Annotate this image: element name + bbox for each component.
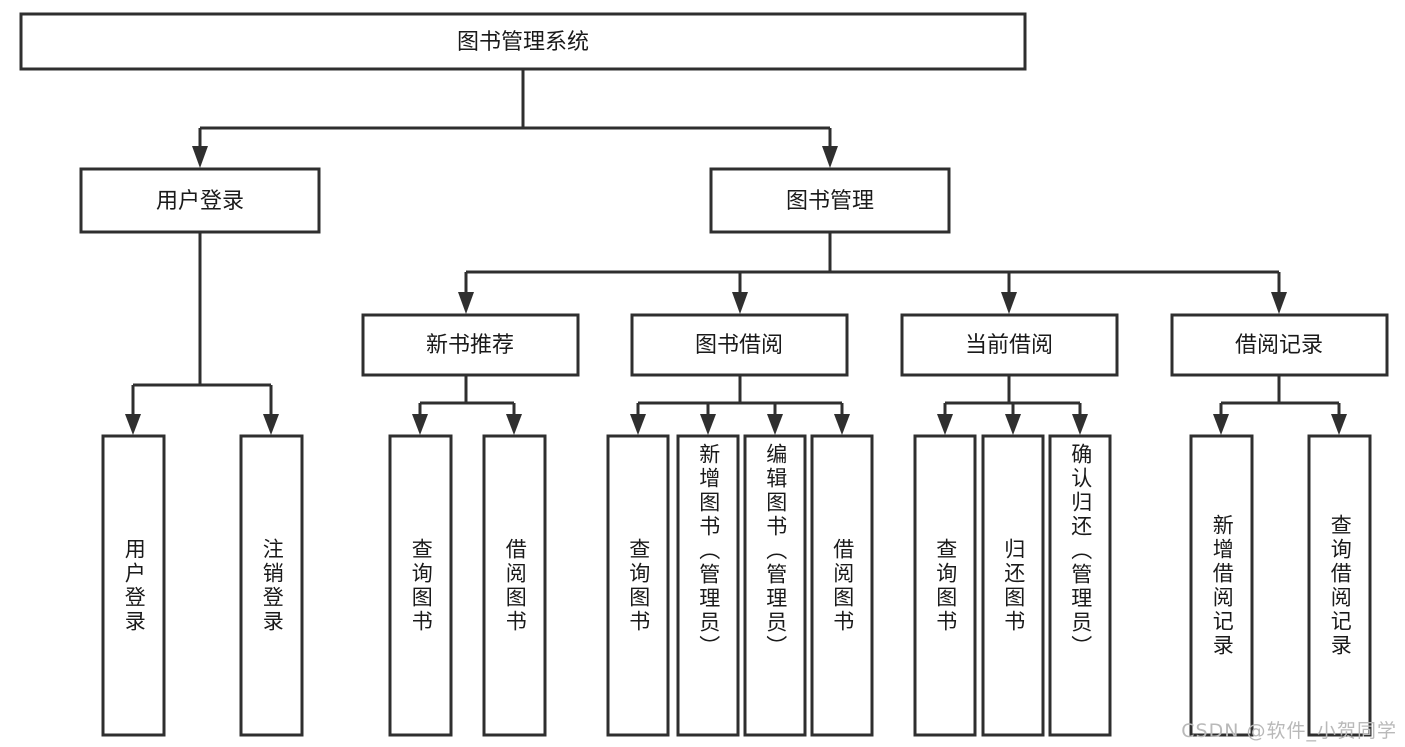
leaf-query-book-rec-box[interactable] bbox=[388, 434, 453, 737]
node-book-borrow-box[interactable] bbox=[630, 313, 849, 377]
leaf-borrow-book-box[interactable] bbox=[810, 434, 874, 737]
node-new-book-rec-box[interactable] bbox=[361, 313, 580, 377]
node-book-borrow[interactable]: 图书借阅 bbox=[630, 313, 849, 377]
arrow-head-leaf-query-book-cur bbox=[937, 414, 953, 435]
node-book-manage-box[interactable] bbox=[709, 167, 951, 234]
leaf-return-book-box[interactable] bbox=[981, 434, 1045, 737]
arrow-head-leaf-add-record bbox=[1213, 414, 1229, 435]
arrow-head-book-manage bbox=[822, 146, 838, 168]
node-current-borrow[interactable]: 当前借阅 bbox=[900, 313, 1119, 377]
leaf-query-book-cur-box[interactable] bbox=[913, 434, 977, 737]
node-borrow-record-label: 借阅记录 bbox=[1235, 333, 1323, 358]
leaf-boxes bbox=[101, 434, 1372, 737]
node-current-borrow-label: 当前借阅 bbox=[965, 333, 1053, 358]
leaf-query-record-box[interactable] bbox=[1307, 434, 1372, 737]
arrow-head-leaf-borrow-book-rec bbox=[506, 414, 522, 435]
leaf-confirm-return-box[interactable] bbox=[1048, 434, 1112, 737]
leaf-logout-box[interactable] bbox=[239, 434, 304, 737]
arrow-head-leaf-return-book bbox=[1005, 414, 1021, 435]
connector-group-current-borrow bbox=[937, 375, 1088, 435]
connector-group-book-manage bbox=[458, 232, 1287, 314]
arrow-head-leaf-edit-book bbox=[767, 414, 783, 435]
node-borrow-record[interactable]: 借阅记录 bbox=[1170, 313, 1389, 377]
arrow-head-leaf-confirm-return bbox=[1072, 414, 1088, 435]
node-current-borrow-box[interactable] bbox=[900, 313, 1119, 377]
arrow-head-leaf-logout bbox=[263, 414, 279, 435]
connector-group-new-book-rec bbox=[412, 375, 522, 435]
connector-group-book-borrow bbox=[630, 375, 850, 435]
node-book-borrow-label: 图书借阅 bbox=[695, 333, 783, 358]
leaf-user-login-box[interactable] bbox=[101, 434, 166, 737]
leaf-borrow-book-rec-box[interactable] bbox=[482, 434, 547, 737]
arrow-head-book-borrow bbox=[732, 292, 748, 314]
node-new-book-rec[interactable]: 新书推荐 bbox=[361, 313, 580, 377]
leaf-add-book-box[interactable] bbox=[676, 434, 740, 737]
csdn-watermark: CSDN @软件_小贺同学 bbox=[1181, 720, 1397, 742]
arrow-head-leaf-query-book-rec bbox=[412, 414, 428, 435]
arrow-head-leaf-user-login bbox=[125, 414, 141, 435]
arrow-head-borrow-record bbox=[1271, 292, 1287, 314]
node-user-login[interactable]: 用户登录 bbox=[79, 167, 321, 234]
node-root-box[interactable] bbox=[19, 12, 1027, 71]
leaf-add-record-box[interactable] bbox=[1189, 434, 1254, 737]
leaf-query-book-box[interactable] bbox=[606, 434, 670, 737]
arrow-head-leaf-query-record bbox=[1331, 414, 1347, 435]
arrow-head-new-book-rec bbox=[458, 292, 474, 314]
node-root-label: 图书管理系统 bbox=[457, 30, 589, 55]
node-root[interactable]: 图书管理系统 bbox=[19, 12, 1027, 71]
arrow-head-leaf-add-book bbox=[700, 414, 716, 435]
node-new-book-rec-label: 新书推荐 bbox=[426, 333, 514, 358]
arrow-head-user-login bbox=[192, 146, 208, 168]
arrow-head-leaf-borrow-book bbox=[834, 414, 850, 435]
connector-group-root bbox=[192, 69, 838, 168]
node-book-manage-label: 图书管理 bbox=[786, 189, 874, 214]
connector-group-user-login bbox=[125, 232, 279, 435]
node-borrow-record-box[interactable] bbox=[1170, 313, 1389, 377]
connector-group-borrow-record bbox=[1213, 375, 1347, 435]
node-user-login-box[interactable] bbox=[79, 167, 321, 234]
leaf-edit-book-box[interactable] bbox=[743, 434, 807, 737]
node-book-manage[interactable]: 图书管理 bbox=[709, 167, 951, 234]
arrow-head-current-borrow bbox=[1001, 292, 1017, 314]
node-user-login-label: 用户登录 bbox=[156, 189, 244, 214]
arrow-head-leaf-query-book bbox=[630, 414, 646, 435]
